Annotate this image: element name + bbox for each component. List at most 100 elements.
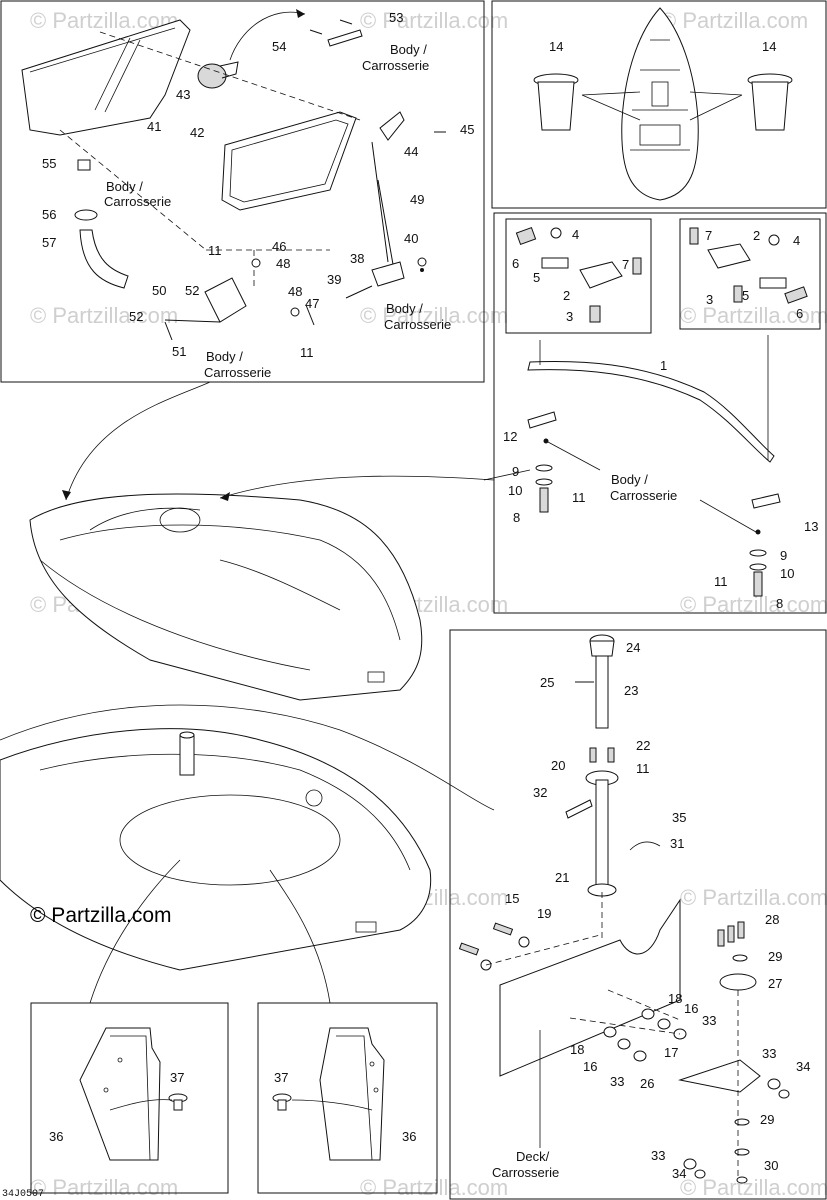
callout-label: 7 xyxy=(705,228,712,243)
callout-label: 49 xyxy=(410,192,424,207)
callout-label: 22 xyxy=(636,738,650,753)
body-label: Body / xyxy=(386,301,423,316)
callout-label: 35 xyxy=(672,810,686,825)
callout-label: 55 xyxy=(42,156,56,171)
callout-label: 31 xyxy=(670,836,684,851)
watermark-text: © Partzilla.com xyxy=(680,885,827,910)
panel-top-left xyxy=(0,0,485,383)
callout-label: 27 xyxy=(768,976,782,991)
body-label: Carrosserie xyxy=(362,58,429,73)
callout-label: 18 xyxy=(668,991,682,1006)
callout-label: 52 xyxy=(185,283,199,298)
spring-part xyxy=(689,227,699,245)
callout-label: 5 xyxy=(742,288,749,303)
callout-label: 47 xyxy=(305,296,319,311)
callouts-bimini: 4 6 5 7 2 3 7 2 4 3 5 6 1 12 9 10 8 11 B… xyxy=(503,227,818,611)
arrow-icon xyxy=(220,492,230,501)
arrow-icon xyxy=(62,490,71,500)
post-assembly xyxy=(458,634,790,1184)
spring-part xyxy=(589,305,601,323)
handle-part xyxy=(327,29,363,47)
plate-part xyxy=(751,493,781,509)
callout-label: 6 xyxy=(512,256,519,271)
bimini-bar-assembly xyxy=(515,226,808,597)
callout-label: 50 xyxy=(152,283,166,298)
cup-holder-part xyxy=(751,81,789,131)
callout-label: 10 xyxy=(780,566,794,581)
tube-part xyxy=(595,655,609,729)
boat-illustration xyxy=(29,381,495,701)
post-part xyxy=(595,779,609,893)
callout-label: 44 xyxy=(404,144,418,159)
callout-label: 25 xyxy=(540,675,554,690)
callout-label: 14 xyxy=(549,39,563,54)
callout-label: 24 xyxy=(626,640,640,655)
seal-part xyxy=(221,111,357,211)
callout-label: 33 xyxy=(762,1046,776,1061)
callouts-top-left: 53 54 Body / Carrosserie 43 41 42 45 44 … xyxy=(42,10,474,380)
cup-holder-part xyxy=(537,81,575,131)
watermark-text: © Partzilla.com xyxy=(680,1175,827,1200)
callout-label: 26 xyxy=(640,1076,654,1091)
callout-label: 11 xyxy=(636,761,650,776)
callout-label: 7 xyxy=(622,257,629,272)
watermark-text: © Partzilla.com xyxy=(30,303,178,328)
callout-label: 32 xyxy=(533,785,547,800)
cup-holder-assembly xyxy=(533,7,793,201)
body-label: Body / xyxy=(611,472,648,487)
slider-part xyxy=(759,277,787,289)
callout-label: 20 xyxy=(551,758,565,773)
boat-top-view xyxy=(621,7,699,201)
watermark-text: © Partzilla.com xyxy=(680,303,827,328)
callout-label: 8 xyxy=(776,596,783,611)
callout-label: 54 xyxy=(272,39,286,54)
panel-post xyxy=(449,629,827,1200)
watermark-text: © Partzilla.com xyxy=(360,8,508,33)
clamp-part xyxy=(74,209,98,221)
callout-label: 11 xyxy=(208,243,222,258)
watermark-text: © Partzilla.com xyxy=(30,1175,178,1200)
spring-part xyxy=(632,257,642,275)
plate-part xyxy=(719,973,757,991)
callout-label: 33 xyxy=(651,1148,665,1163)
callout-label: 5 xyxy=(533,270,540,285)
callout-label: 29 xyxy=(760,1112,774,1127)
callout-label: 21 xyxy=(555,870,569,885)
deck-label: Deck/ xyxy=(516,1149,550,1164)
callout-label: 53 xyxy=(389,10,403,25)
callout-label: 11 xyxy=(714,574,728,589)
plate-part xyxy=(678,1059,761,1093)
callout-label: 4 xyxy=(793,233,800,248)
callout-label: 51 xyxy=(172,344,186,359)
callout-label: 42 xyxy=(190,125,204,140)
stern-illustration xyxy=(0,704,495,1004)
callout-label: 1 xyxy=(660,358,667,373)
callout-label: 3 xyxy=(706,292,713,307)
bolt-part xyxy=(539,487,549,513)
callout-label: 4 xyxy=(572,227,579,242)
plug-part xyxy=(77,159,91,171)
callout-label: 13 xyxy=(804,519,818,534)
post-part xyxy=(179,734,195,776)
callout-label: 12 xyxy=(503,429,517,444)
callout-label: 46 xyxy=(272,239,286,254)
deck-label: Carrosserie xyxy=(492,1165,559,1180)
pin-part xyxy=(565,799,593,819)
callout-label: 30 xyxy=(764,1158,778,1173)
callout-label: 19 xyxy=(537,906,551,921)
spring-part xyxy=(784,286,808,304)
panel-inset-bottom-left xyxy=(30,1002,229,1194)
callout-label: 29 xyxy=(768,949,782,964)
body-label: Carrosserie xyxy=(104,194,171,209)
callout-label: 36 xyxy=(402,1129,416,1144)
panel-inset-left xyxy=(505,218,652,334)
hinge-plate-part xyxy=(204,277,247,323)
callout-label: 36 xyxy=(49,1129,63,1144)
slider-part xyxy=(541,257,569,269)
bolt-part xyxy=(753,571,763,597)
callout-label: 2 xyxy=(753,228,760,243)
lid-part xyxy=(21,19,191,136)
callout-label: 10 xyxy=(508,483,522,498)
callout-label: 37 xyxy=(274,1070,288,1085)
callout-label: 40 xyxy=(404,231,418,246)
